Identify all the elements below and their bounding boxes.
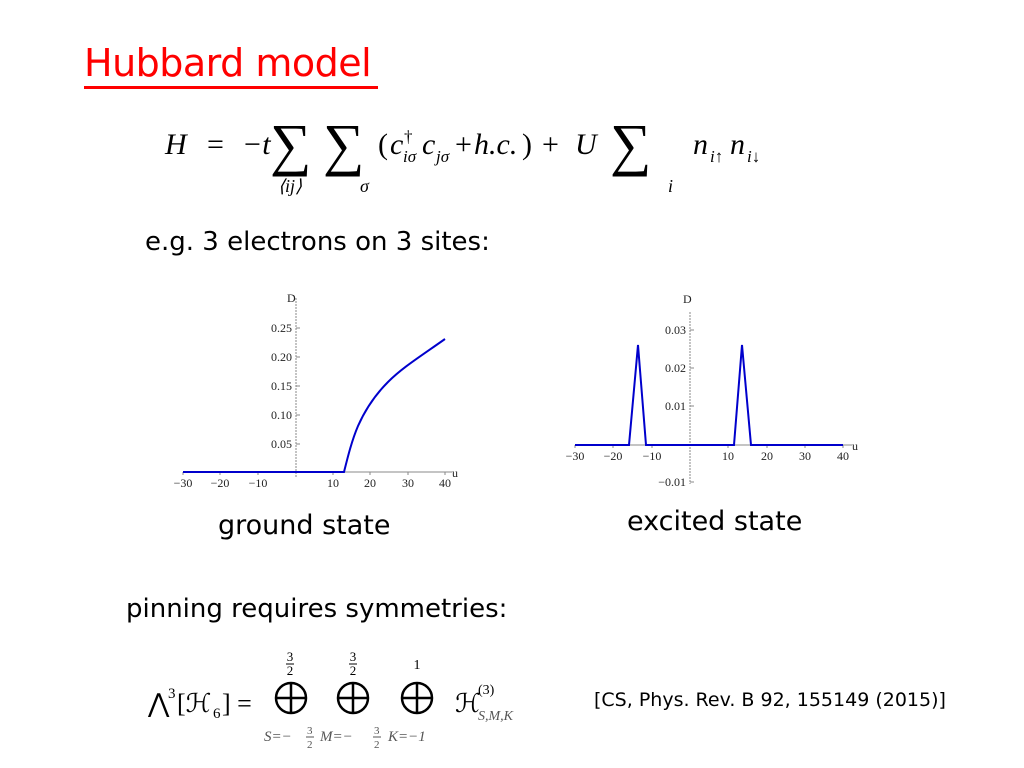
hilbert-space-h6: [ℋ <box>177 689 211 718</box>
y-tick-label: 0.01 <box>665 399 686 413</box>
n-down: n <box>730 128 745 161</box>
sum-s-upper-num: 3 <box>287 649 294 664</box>
n-up: n <box>693 128 708 161</box>
y-tick-label: 0.25 <box>271 321 292 335</box>
x-tick-label: 40 <box>439 476 451 490</box>
y-tick-label: −0.01 <box>658 475 686 489</box>
sum-index-ij: ⟨ij⟩ <box>278 176 302 196</box>
y-tick-label: 0.02 <box>665 361 686 375</box>
decomposition-svg: ⋀ 3 [ℋ 6 ] = 3 2 3 2 1 <box>147 649 514 751</box>
slide-title: Hubbard model <box>84 41 372 85</box>
interaction-coefficient: U <box>575 128 599 161</box>
y-tick-label: 0.15 <box>271 379 292 393</box>
direct-sum-m: 3 2 <box>336 649 370 715</box>
x-tick-label: −30 <box>174 476 193 490</box>
y-tick-label: 0.20 <box>271 350 292 364</box>
x-tick-label: 30 <box>799 449 811 463</box>
y-tick-label: 0.05 <box>271 437 292 451</box>
x-tick-label: 40 <box>837 449 849 463</box>
sum-k-lower: K=−1 <box>387 729 426 745</box>
wedge-power: 3 <box>168 686 176 702</box>
sum-symbol-2: ∑ <box>323 112 364 177</box>
hamiltonian-plus: + <box>542 128 559 161</box>
sum-index-i: i <box>668 176 673 196</box>
excited-state-caption: excited state <box>627 506 803 537</box>
h6-subscript: 6 <box>213 706 221 722</box>
h-subscript: S,M,K <box>478 709 514 724</box>
c-annihilation: c <box>422 128 435 161</box>
x-tick-label: −10 <box>643 449 662 463</box>
pinning-text: pinning requires symmetries: <box>126 594 508 624</box>
decomposition-equation: ⋀ 3 [ℋ 6 ] = 3 2 3 2 1 <box>140 645 560 755</box>
h-superscript: (3) <box>478 683 495 698</box>
hopping-close-paren: ) <box>522 128 532 161</box>
x-tick-label: −20 <box>211 476 230 490</box>
y-axis-ticks <box>690 329 694 483</box>
excited-state-chart: D u −0.01 0.01 0.02 0.03 −30 −20 −10 10 … <box>555 285 865 495</box>
hermitian-conjugate: h.c. <box>474 128 517 161</box>
c-dagger-subscript: iσ <box>403 147 417 166</box>
hamiltonian-equation: H = −t ∑ ⟨ij⟩ ∑ σ ( c † iσ c jσ + h.c. )… <box>160 112 810 207</box>
svg-text:2: 2 <box>374 739 380 751</box>
svg-text:3: 3 <box>307 725 313 737</box>
bracket-equals: ] = <box>222 689 252 718</box>
x-axis-label: u <box>852 439 858 453</box>
hamiltonian-equals: = <box>207 128 224 161</box>
y-axis-label: D <box>683 292 692 306</box>
x-axis-label: u <box>452 466 458 480</box>
ground-state-plot: D u 0.05 0.10 0.15 0.20 0.25 −30 −20 −10… <box>174 291 458 490</box>
sum-m-lower: M=− <box>319 729 353 745</box>
c-dagger: c <box>390 128 403 161</box>
n-up-subscript: i↑ <box>710 147 723 166</box>
svg-text:3: 3 <box>374 725 380 737</box>
wedge-symbol: ⋀ <box>147 689 170 718</box>
sum-s-upper-den: 2 <box>287 663 294 678</box>
svg-text:2: 2 <box>350 663 357 678</box>
hamiltonian-svg: H = −t ∑ ⟨ij⟩ ∑ σ ( c † iσ c jσ + h.c. )… <box>164 112 760 196</box>
dagger-superscript: † <box>404 127 413 146</box>
x-tick-label: −10 <box>249 476 268 490</box>
x-tick-label: 30 <box>402 476 414 490</box>
sum-symbol-1: ∑ <box>270 112 311 177</box>
hamiltonian-lhs: H <box>164 128 189 161</box>
title-underline <box>84 86 378 89</box>
reference-citation: [CS, Phys. Rev. B 92, 155149 (2015)] <box>594 689 946 711</box>
hopping-open-paren: ( <box>378 128 388 161</box>
y-tick-label: 0.10 <box>271 408 292 422</box>
y-tick-label: 0.03 <box>665 323 686 337</box>
n-down-subscript: i↓ <box>747 147 760 166</box>
ground-state-chart: D u 0.05 0.10 0.15 0.20 0.25 −30 −20 −10… <box>160 285 470 495</box>
x-tick-label: 10 <box>722 449 734 463</box>
direct-sum-k: 1 <box>400 658 434 715</box>
plus-hc: + <box>455 128 472 161</box>
svg-text:2: 2 <box>307 739 313 751</box>
direct-sum-s: 3 2 <box>274 649 308 715</box>
x-tick-label: 20 <box>364 476 376 490</box>
sum-s-lower: S=− <box>264 729 292 745</box>
c-subscript: jσ <box>434 147 450 166</box>
y-axis-label: D <box>287 291 296 305</box>
sum-index-sigma: σ <box>360 176 370 196</box>
x-tick-label: −30 <box>566 449 585 463</box>
x-tick-label: 20 <box>761 449 773 463</box>
svg-text:3: 3 <box>350 649 357 664</box>
svg-text:1: 1 <box>414 658 421 673</box>
ground-state-caption: ground state <box>218 510 391 541</box>
ground-state-curve <box>183 338 446 473</box>
example-text: e.g. 3 electrons on 3 sites: <box>145 227 490 257</box>
excited-state-curve <box>575 344 843 446</box>
sum-symbol-3: ∑ <box>610 112 651 177</box>
hopping-coefficient: −t <box>242 128 271 161</box>
y-axis-ticks <box>296 327 300 445</box>
x-tick-label: −20 <box>604 449 623 463</box>
x-tick-label: 10 <box>327 476 339 490</box>
excited-state-plot: D u −0.01 0.01 0.02 0.03 −30 −20 −10 10 … <box>566 292 858 489</box>
hilbert-space-h: ℋ <box>455 689 481 718</box>
